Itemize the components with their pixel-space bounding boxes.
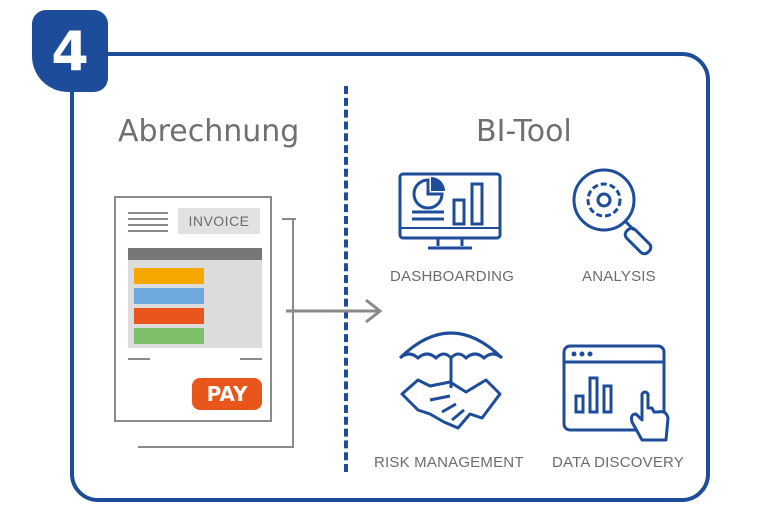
invoice-footer-line [128, 358, 150, 360]
pay-button: PAY [192, 378, 262, 410]
invoice-bar-green [134, 328, 204, 344]
tool-label-analysis: ANALYSIS [582, 268, 656, 285]
invoice-document: INVOICE PAY [114, 196, 272, 422]
bi-tool-title: BI-Tool [476, 114, 572, 149]
dashboard-monitor-icon [398, 172, 502, 250]
invoice-table [128, 248, 262, 348]
tool-label-data-discovery: DATA DISCOVERY [552, 454, 684, 471]
stack-bracket [138, 218, 294, 448]
invoice-label: INVOICE [178, 208, 260, 234]
browser-chart-pointer-icon [562, 344, 670, 442]
step-number-badge: 4 [32, 10, 108, 92]
gear-magnifier-icon [572, 168, 653, 256]
invoice-footer-line [240, 358, 262, 360]
invoice-header-line [128, 212, 168, 214]
invoice-table-header [128, 248, 262, 260]
invoice-header-line [128, 224, 168, 226]
tool-label-dashboarding: DASHBOARDING [390, 268, 515, 285]
invoice-header-line [128, 218, 168, 220]
umbrella-handshake-icon [398, 331, 504, 430]
content-frame [70, 52, 710, 502]
dashed-divider [344, 86, 348, 472]
invoice-bar-blue [134, 288, 204, 304]
tool-label-risk-management: RISK MANAGEMENT [374, 454, 524, 471]
billing-title: Abrechnung [118, 114, 300, 149]
stack-bracket-top [282, 218, 296, 220]
invoice-bar-yellow [134, 268, 204, 284]
invoice-header-line [128, 230, 168, 232]
invoice-bar-orange [134, 308, 204, 324]
arrow-right-icon [286, 298, 383, 324]
